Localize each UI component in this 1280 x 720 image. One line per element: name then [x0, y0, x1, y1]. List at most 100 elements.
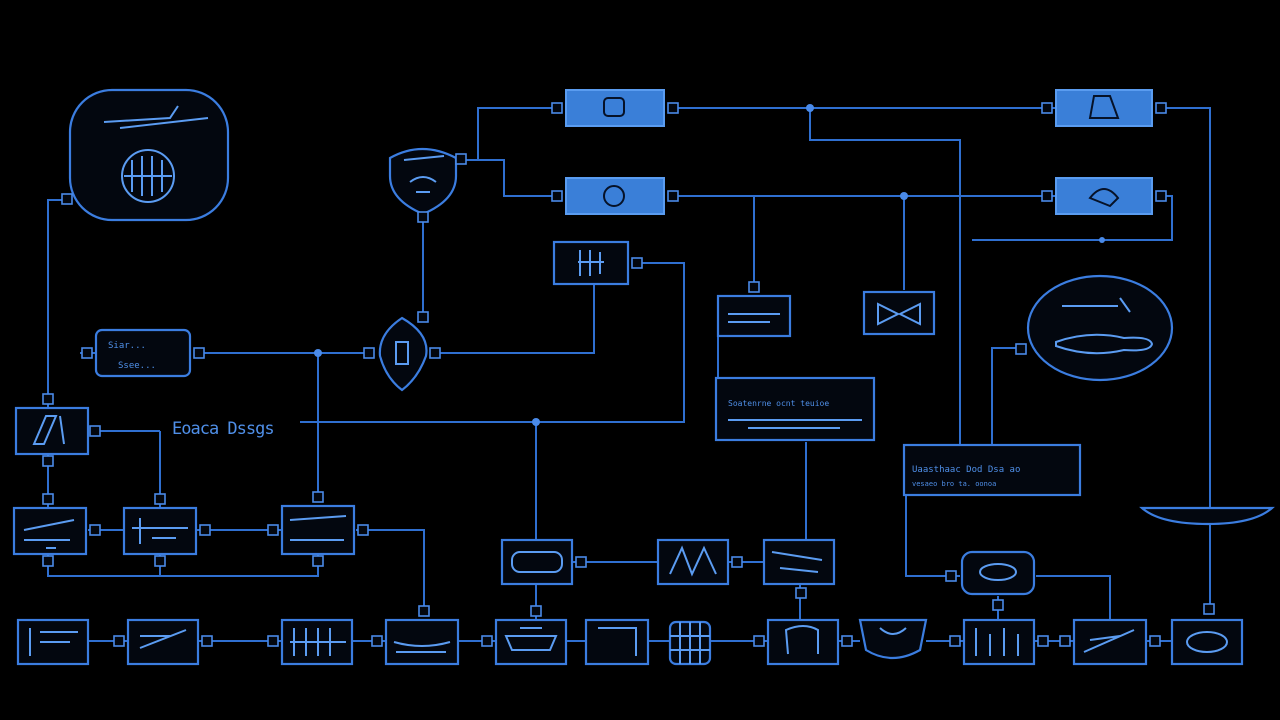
label-box-frame	[94, 328, 192, 378]
solid-box	[1055, 177, 1153, 215]
node-box	[1170, 618, 1244, 666]
switch-icon	[578, 250, 604, 276]
solid-box	[565, 89, 665, 127]
left-node-3[interactable]	[122, 493, 211, 567]
bottom-row	[16, 605, 1244, 666]
bottom-node-1[interactable]	[16, 618, 90, 666]
bottom-node-7[interactable]	[668, 620, 712, 666]
solid-node-top-2[interactable]	[551, 177, 679, 215]
mid-row-node-3[interactable]	[762, 538, 836, 599]
label-box-a[interactable]: Siar... Ssee...	[81, 328, 205, 378]
wire	[991, 347, 1024, 445]
left-node-4[interactable]	[267, 491, 369, 567]
junction-dots	[314, 104, 1105, 426]
node-box	[500, 538, 574, 586]
text-panel-frame	[714, 376, 876, 442]
capsule-icon	[511, 551, 563, 573]
bottom-node-10[interactable]	[949, 618, 1049, 666]
node-box	[962, 618, 1036, 666]
wire	[356, 529, 425, 610]
junction-dot	[314, 349, 322, 357]
node-box	[494, 618, 568, 666]
engine-panel[interactable]	[61, 88, 230, 222]
rack-icon	[132, 518, 188, 544]
junction-dot	[900, 192, 908, 200]
bottom-node-4[interactable]	[371, 605, 460, 666]
bottom-node-9[interactable]	[858, 618, 928, 660]
mid-row-node-1[interactable]	[500, 538, 587, 586]
node-box	[862, 290, 936, 336]
shield-icon	[388, 148, 458, 216]
node-box	[584, 618, 650, 666]
solid-node-top-3[interactable]	[1041, 89, 1167, 127]
mid-row-node-2[interactable]	[656, 538, 743, 586]
small-label-node[interactable]	[716, 281, 792, 338]
bottom-node-5[interactable]	[481, 605, 568, 666]
caption-left: Eoaca Dssgs	[172, 419, 274, 439]
tools-panel-frame	[1026, 274, 1174, 382]
node-box	[14, 406, 90, 456]
wire	[477, 107, 558, 160]
junction-dot	[532, 418, 540, 426]
diamond-icon	[378, 316, 428, 392]
node-box	[1072, 618, 1148, 666]
text-panel-node[interactable]: Soatenrne ocnt teuioe	[714, 376, 876, 442]
label-box-a-text: Siar...	[108, 341, 146, 351]
solid-node-top-4[interactable]	[1041, 177, 1167, 215]
bottom-node-12[interactable]	[1170, 618, 1244, 666]
junction-dot	[1099, 237, 1105, 243]
node-box	[122, 506, 198, 556]
wire	[47, 555, 319, 577]
node-box	[716, 294, 792, 338]
left-node-1[interactable]	[14, 393, 101, 467]
bottom-node-3[interactable]	[267, 618, 354, 666]
wire	[1036, 575, 1111, 620]
junction-dot	[806, 104, 814, 112]
spoon-icon	[1055, 297, 1154, 355]
diamond-node[interactable]	[363, 311, 441, 392]
bucket-icon	[858, 618, 928, 660]
solid-node-top-1[interactable]	[551, 89, 679, 127]
bowtie-icon	[877, 302, 921, 326]
note-node[interactable]: Uaasthaac Dod Dsa ao vesaeo bro ta. oono…	[902, 443, 1082, 497]
dish-node	[1139, 506, 1275, 615]
note-line-1: Uaasthaac Dod Dsa ao	[912, 465, 1020, 475]
node-box	[280, 504, 356, 556]
node-box	[384, 618, 460, 666]
slot-icon	[395, 341, 409, 365]
bowtie-node[interactable]	[862, 290, 936, 336]
engine-panel-frame	[68, 88, 230, 222]
wire	[432, 285, 595, 354]
panel-icon	[289, 515, 347, 541]
blade-icon	[103, 105, 209, 129]
dish-icon	[1139, 506, 1275, 526]
blade-small-icon	[23, 519, 75, 549]
label-box-b-text: Ssee...	[118, 361, 156, 371]
node-box	[960, 550, 1036, 596]
pan-icon	[979, 563, 1017, 581]
wrench-icon	[32, 415, 65, 445]
switch-node[interactable]	[552, 240, 643, 286]
waveform-icon	[669, 545, 717, 577]
bottom-node-11[interactable]	[1059, 618, 1161, 666]
device-icon	[603, 97, 625, 117]
left-node-2[interactable]	[12, 493, 101, 567]
shield-node[interactable]	[388, 148, 467, 223]
tool-icon	[771, 551, 823, 573]
bottom-node-2[interactable]	[113, 618, 213, 666]
text-panel-label: Soatenrne ocnt teuioe	[728, 399, 829, 408]
note-line-2: vesaeo bro ta. oonoa	[912, 480, 996, 488]
node-box	[12, 506, 88, 556]
tools-panel[interactable]	[1015, 274, 1174, 382]
wire	[809, 108, 961, 445]
solid-box	[565, 177, 665, 215]
pan-node[interactable]	[945, 550, 1036, 611]
node-box	[656, 538, 730, 586]
wire	[300, 262, 685, 423]
bottom-node-8[interactable]	[753, 618, 853, 666]
wire	[460, 159, 558, 197]
helmet-icon	[1088, 188, 1120, 208]
bottom-node-6[interactable]	[584, 618, 650, 666]
